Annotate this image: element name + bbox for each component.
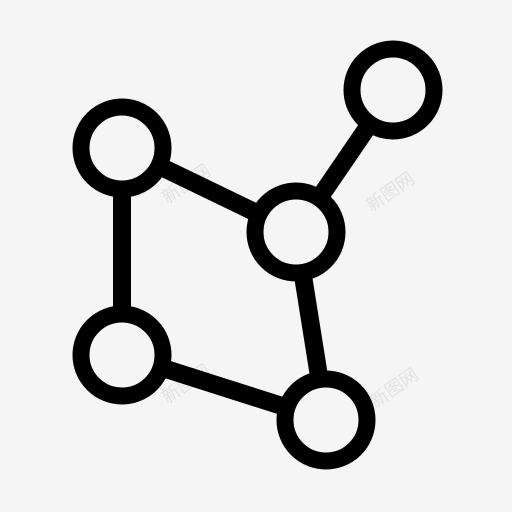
node-bottom-left <box>72 305 172 405</box>
node-center <box>246 182 346 282</box>
node-top-left <box>72 98 172 198</box>
node-top-right <box>343 40 443 140</box>
graph-nodes <box>72 40 443 470</box>
node-bottom-right <box>276 370 376 470</box>
